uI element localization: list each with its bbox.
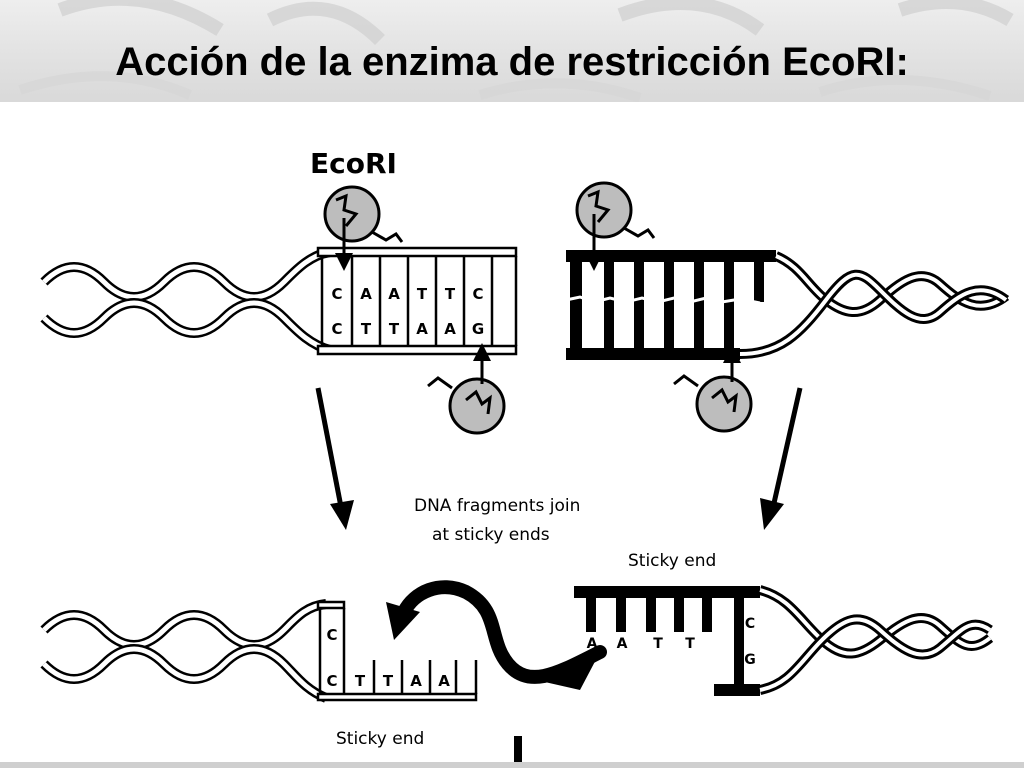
- base-bottom-3: T: [389, 320, 400, 338]
- ecori-enzyme-icon-top-right: [575, 181, 656, 271]
- fragment-right-base-4: T: [685, 636, 695, 652]
- fragment-left-top-base: C: [326, 626, 337, 644]
- fragment-right-base-1: A: [587, 636, 598, 652]
- base-bottom-4: A: [416, 320, 428, 338]
- bottom-rule: [0, 762, 1024, 768]
- fragment-left-base-4: A: [410, 672, 422, 690]
- ecori-diagram: C A A T T C C T T A A G EcoRI: [40, 147, 1010, 762]
- base-top-2: A: [360, 285, 372, 303]
- fragment-left-base-2: T: [355, 672, 366, 690]
- base-bottom-5: A: [444, 320, 456, 338]
- base-bottom-6: G: [472, 320, 484, 338]
- top-right-ladder: [565, 250, 776, 360]
- base-top-3: A: [388, 285, 400, 303]
- base-bottom-2: T: [361, 320, 372, 338]
- fragment-left-base-5: A: [438, 672, 450, 690]
- down-arrow-right: [760, 387, 803, 530]
- fragment-right-base-2: A: [617, 636, 628, 652]
- top-right-helix: [739, 251, 1010, 359]
- base-top-5: T: [445, 285, 456, 303]
- join-label-line1: DNA fragments join: [414, 496, 580, 516]
- fragment-right-bottom-base: G: [744, 652, 756, 668]
- fragment-right-base-3: T: [653, 636, 663, 652]
- title-background-pattern: [18, 0, 1014, 102]
- bottom-right-helix: [758, 585, 994, 695]
- fragment-right-top-base: C: [745, 616, 755, 632]
- base-top-6: C: [472, 285, 483, 303]
- ecori-enzyme-icon: [323, 185, 404, 271]
- join-label-line2: at sticky ends: [432, 525, 550, 545]
- bottom-left-helix: [40, 599, 329, 703]
- sticky-end-label-left: Sticky end: [336, 729, 424, 749]
- bottom-left-sticky-fragment: C C T T A A: [316, 600, 478, 702]
- bottom-mark: [514, 736, 522, 762]
- sticky-end-label-right: Sticky end: [628, 551, 716, 571]
- curved-join-arrow: [386, 580, 607, 690]
- top-left-helix: [40, 247, 332, 355]
- page-title: Acción de la enzima de restricción EcoRI…: [115, 40, 909, 84]
- base-top-4: T: [417, 285, 428, 303]
- base-top-1: C: [331, 285, 342, 303]
- top-left-ladder: C A A T T C C T T A A G: [316, 246, 518, 356]
- title-bar: Acción de la enzima de restricción EcoRI…: [0, 0, 1024, 102]
- fragment-left-base-3: T: [383, 672, 394, 690]
- fragment-left-base-1: C: [326, 672, 337, 690]
- ecori-enzyme-icon-bottom-right: [673, 345, 753, 433]
- ecori-enzyme-icon-bottom-left: [427, 343, 506, 435]
- base-bottom-1: C: [331, 320, 342, 338]
- bottom-right-sticky-fragment: A A T T C G: [574, 586, 760, 696]
- enzyme-label: EcoRI: [310, 147, 397, 180]
- down-arrow-left: [315, 387, 354, 530]
